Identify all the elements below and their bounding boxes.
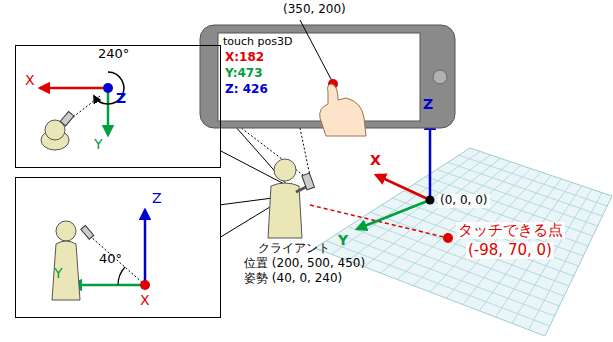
grid-plane — [315, 148, 612, 336]
smartphone — [200, 20, 455, 136]
side-view-inset: Z Y X 40° — [15, 177, 221, 318]
top-view — [40, 72, 124, 150]
axis-label: Y:473 — [225, 67, 263, 81]
x-axis — [376, 175, 430, 200]
screen-title: touch pos3D — [223, 36, 292, 49]
axis-label: X:182 — [225, 51, 264, 65]
grid-line — [529, 193, 602, 330]
grid-line — [381, 205, 573, 276]
phone-screen: touch pos3D X:182Y:473 Z: 426 — [218, 33, 420, 121]
axis-label: Z — [423, 96, 433, 112]
grid-line — [370, 212, 569, 286]
axis-label: Z — [116, 90, 126, 106]
y-axis — [357, 200, 430, 229]
touch-point-coordinate: (-98, 70, 0) — [466, 242, 554, 259]
axis-label: Y — [338, 232, 348, 248]
grid-line — [359, 219, 564, 296]
origin-dot — [426, 196, 435, 205]
coordinate-label: (350, 200) — [283, 3, 346, 17]
posture-label: 姿勢 (40, 0, 240) — [244, 272, 342, 286]
top-view-inset: 240° X Z Y — [15, 45, 221, 168]
touch-point — [443, 233, 453, 243]
side-view — [52, 210, 150, 300]
position-label: 位置 (200, 500, 450) — [244, 257, 365, 271]
origin-label: (0, 0, 0) — [438, 194, 490, 208]
client-figure — [232, 121, 314, 238]
axis-label: Z — [152, 190, 162, 206]
z-axis — [429, 120, 432, 200]
axis-label: 40° — [99, 252, 122, 267]
axis-label: X — [370, 152, 381, 168]
inset-fill — [16, 178, 221, 318]
axis-label: Y — [94, 136, 103, 152]
axis-label: Y — [54, 265, 63, 281]
touch-point-label: タッチできる点 — [456, 222, 565, 239]
client-label: クライアント — [258, 242, 330, 256]
axis-label: X — [140, 292, 150, 308]
inset-fill — [16, 46, 221, 168]
grid-line — [337, 234, 554, 316]
axis-label: X — [25, 72, 35, 88]
axis-label: 240° — [98, 47, 129, 62]
axis-label: Z: 426 — [225, 83, 268, 97]
